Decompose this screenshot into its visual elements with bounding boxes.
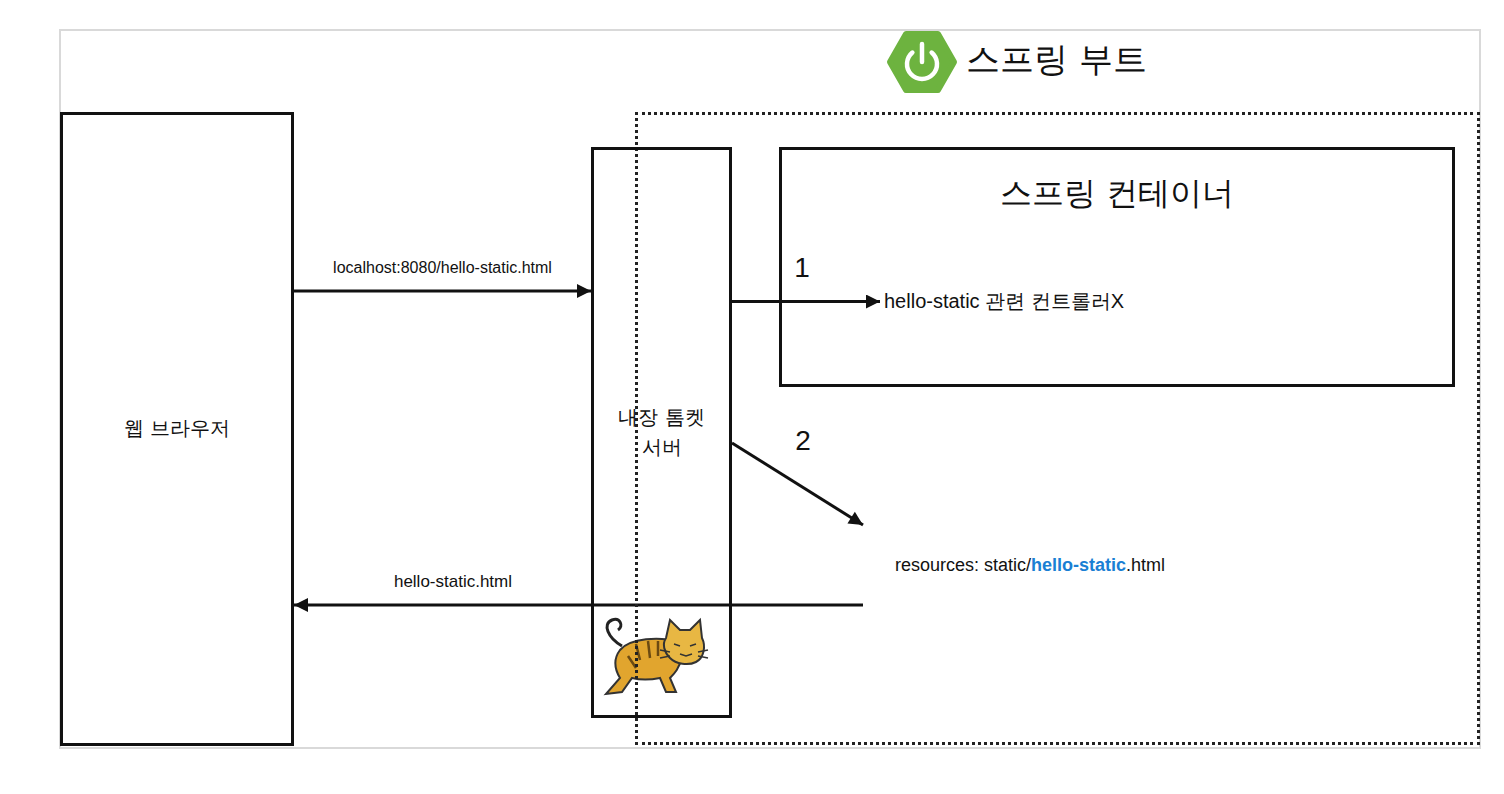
tomcat-icon xyxy=(606,619,708,694)
cat-tail xyxy=(607,619,622,646)
controller-lookup-arrow xyxy=(732,300,880,303)
controller-note: hello-static 관련 컨트롤러X xyxy=(880,284,1128,319)
server-label: 내장 톰켓 서버 xyxy=(612,402,712,462)
spring-boot-region: 내장 톰켓 서버hello-static 관련 컨트롤러X스프링 컨테이너res… xyxy=(635,112,1480,745)
static-resource: resources: static/hello-static.html xyxy=(863,525,1171,606)
region-title: 스프링 부트 xyxy=(966,37,1147,83)
resource-extension: .html xyxy=(1126,555,1165,575)
edge-label: hello-static.html xyxy=(391,572,515,592)
container-title: 스프링 컨테이너 xyxy=(782,172,1452,216)
request-arrow xyxy=(294,290,591,293)
resource-path: resources: static/ xyxy=(895,555,1031,575)
callout-number: 1 xyxy=(791,252,813,284)
browser-label: 웹 브라우저 xyxy=(63,415,291,442)
tomcat-server-box: 내장 톰켓 서버 xyxy=(591,147,732,718)
outer-frame xyxy=(60,30,1480,748)
spring-container-box: hello-static 관련 컨트롤러X 스프링 컨테이너 xyxy=(779,147,1455,387)
static-lookup-arrow xyxy=(732,443,863,525)
spring-hexagon xyxy=(890,34,954,90)
response-arrow xyxy=(294,604,863,607)
controller-text: hello-static 관련 컨트롤러X xyxy=(884,290,1124,312)
cat-stripes xyxy=(628,641,658,668)
callout-number: 2 xyxy=(792,425,814,457)
edge-label: localhost:8080/hello-static.html xyxy=(330,259,555,277)
cat-face xyxy=(660,644,708,658)
spring-logo xyxy=(890,34,954,90)
browser-box: 웹 브라우저 xyxy=(60,112,294,746)
power-bar xyxy=(920,44,925,62)
cat-head xyxy=(664,620,704,664)
resource-file-name: hello-static xyxy=(1031,555,1126,575)
